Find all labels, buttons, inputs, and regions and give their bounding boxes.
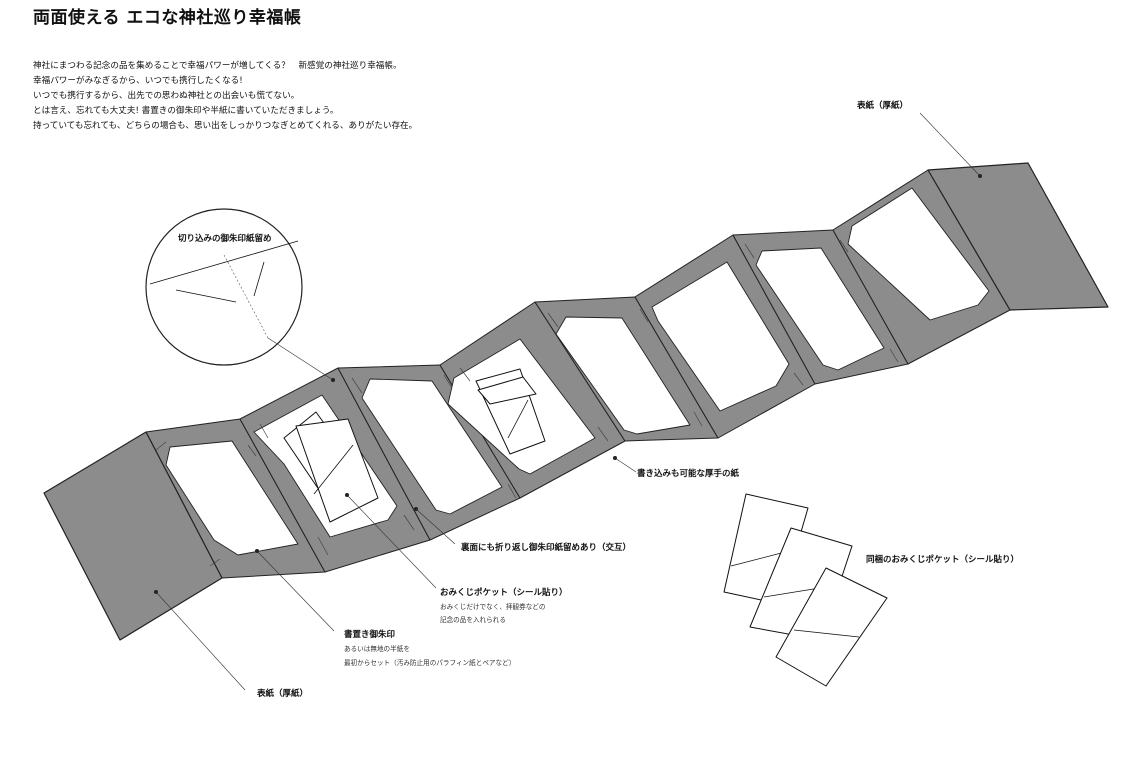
description-line: いつでも携行するから、出先での思わぬ神社との出会いも慌てない。 [33, 91, 300, 101]
description-line: 幸福パワーがみなぎるから、いつでも携行したくなる! [33, 76, 243, 86]
label-goshuin: 書置き御朱印 [344, 629, 395, 640]
page-window-7 [755, 247, 885, 371]
label-goshuin-sub-1: あるいは無地の半紙を [344, 644, 410, 653]
label-back-side: 裏面にも折り返し御朱印紙留めあり（交互） [460, 542, 631, 553]
pocket-card-3 [775, 567, 888, 687]
description: 神社にまつわる記念の品を集めることで幸福パワーが増してくる？ 新感覚の神社巡り幸… [33, 59, 417, 134]
page-window-8 [847, 187, 990, 321]
back-cover [927, 162, 1109, 311]
page-window-6 [651, 261, 790, 412]
label-omikuji-pocket: おみくじポケット（シール貼り） [440, 587, 568, 598]
label-cover-left: 表紙（厚紙） [256, 688, 308, 699]
page-window-1 [165, 440, 299, 556]
leader-lines [154, 112, 982, 691]
description-line: とは言え、忘れても大丈夫! 書置きの御朱印や半紙に書いていただきましょう。 [33, 106, 339, 116]
page-title: 両面使える エコな神社巡り幸福帳 [33, 8, 302, 28]
label-bundled-pockets: 同梱のおみくじポケット（シール貼り） [866, 554, 1019, 565]
description-line: 神社にまつわる記念の品を集めることで幸福パワーが増してくる？ 新感覚の神社巡り幸… [33, 61, 402, 71]
page-window-3 [361, 378, 503, 515]
notch-cuts [155, 239, 899, 567]
omikuji-paper [477, 376, 537, 405]
omikuji-pocket-in-book [283, 411, 379, 523]
description-line: 持っていても忘れても、どちらの場合も、思い出をしっかりつなぎとめてくれる、ありが… [33, 121, 418, 131]
label-thick-paper: 書き込みも可能な厚手の紙 [637, 468, 740, 479]
label-omikuji-pocket-sub-2: 記念の品を入れられる [440, 615, 506, 624]
front-cover [43, 431, 223, 641]
omikuji-pocket-in-book-2 [475, 368, 546, 455]
page-window-5 [555, 316, 691, 435]
notch-detail-magnifier [145, 208, 335, 382]
label-notch-detail: 切り込みの御朱印紙留め [178, 233, 272, 244]
label-cover-right: 表紙（厚紙） [856, 100, 908, 111]
label-goshuin-sub-2: 最初からセット（汚み防止用のパラフィン紙とペアなど） [344, 658, 515, 667]
label-omikuji-pocket-sub-1: おみくじだけでなく、拝観券などの [440, 602, 546, 611]
bundled-pocket-cards [723, 493, 888, 687]
pocket-sheet [295, 418, 379, 523]
